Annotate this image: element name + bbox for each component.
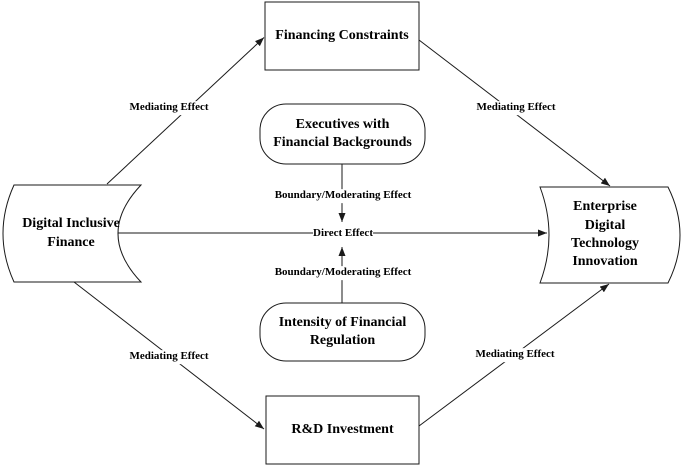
edge-label-direct-effect: Direct Effect [313, 227, 373, 241]
node-shape-enterprise-innovation [539, 186, 681, 284]
node-shape-executives [259, 103, 426, 165]
node-shape-rd-investment [265, 395, 420, 465]
edge-label-mediating-top-right: Mediating Effect [476, 101, 556, 115]
node-shape-financing-constraints [264, 1, 420, 71]
edge-label-mediating-bottom-left: Mediating Effect [129, 350, 209, 364]
node-shape-digital-inclusive-finance [2, 184, 143, 283]
edge-label-mediating-top-left: Mediating Effect [129, 101, 209, 115]
edge-label-mediating-bottom-right: Mediating Effect [475, 348, 555, 362]
edge-label-moderating-top: Boundary/Moderating Effect [274, 189, 412, 203]
edge-label-moderating-bottom: Boundary/Moderating Effect [274, 266, 412, 280]
node-shape-financial-regulation [259, 302, 426, 362]
